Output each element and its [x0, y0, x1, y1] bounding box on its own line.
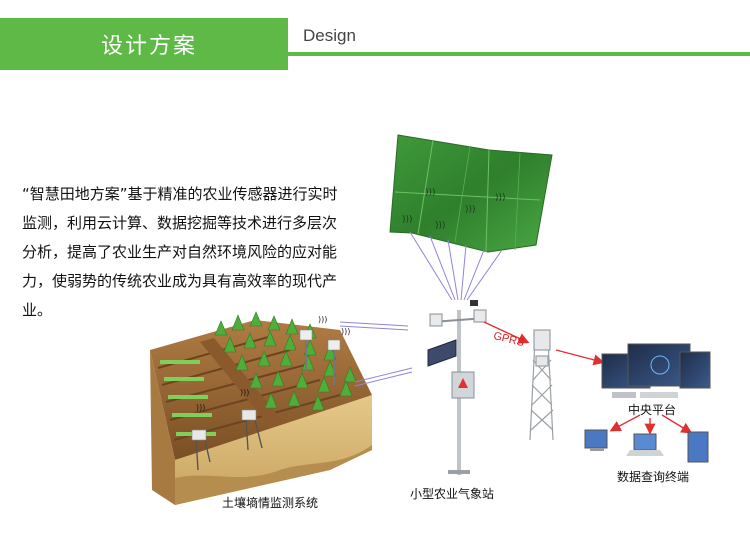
field-links	[339, 321, 413, 387]
description-text: “智慧田地方案”基于精准的农业传感器进行实时监测，利用云计算、数据挖掘等技术进行…	[22, 185, 338, 319]
section-title: 设计方案	[100, 34, 197, 59]
svg-text:))): )))	[435, 221, 446, 231]
central-platform-screens	[601, 343, 711, 398]
svg-text:))): )))	[465, 205, 476, 215]
header-band: 设计方案	[0, 18, 288, 70]
svg-text:))): )))	[402, 215, 413, 225]
query-terminals	[584, 429, 709, 463]
data-flow-arrows	[483, 321, 693, 435]
svg-text:))): )))	[318, 315, 327, 324]
header-divider	[288, 52, 750, 56]
farm-field-block: )))))) ))))))	[150, 311, 372, 505]
query-terminal-label: 数据查询终端	[617, 470, 690, 484]
aerial-links	[409, 231, 503, 301]
gprs-tower	[529, 329, 554, 441]
central-platform-label: 中央平台	[628, 403, 677, 417]
svg-text:))): )))	[196, 403, 205, 412]
weather-station	[427, 300, 487, 475]
svg-text:))): )))	[425, 188, 436, 198]
svg-text:))): )))	[240, 388, 249, 397]
svg-text:))): )))	[495, 193, 506, 203]
soil-system-label: 土壤墒情监测系统	[222, 496, 319, 510]
aerial-field-map: ))) ))) ))) ))) )))	[389, 134, 553, 253]
section-subtitle-en: Design	[303, 26, 356, 45]
svg-text:))): )))	[341, 327, 350, 336]
weather-station-label: 小型农业气象站	[410, 487, 495, 501]
